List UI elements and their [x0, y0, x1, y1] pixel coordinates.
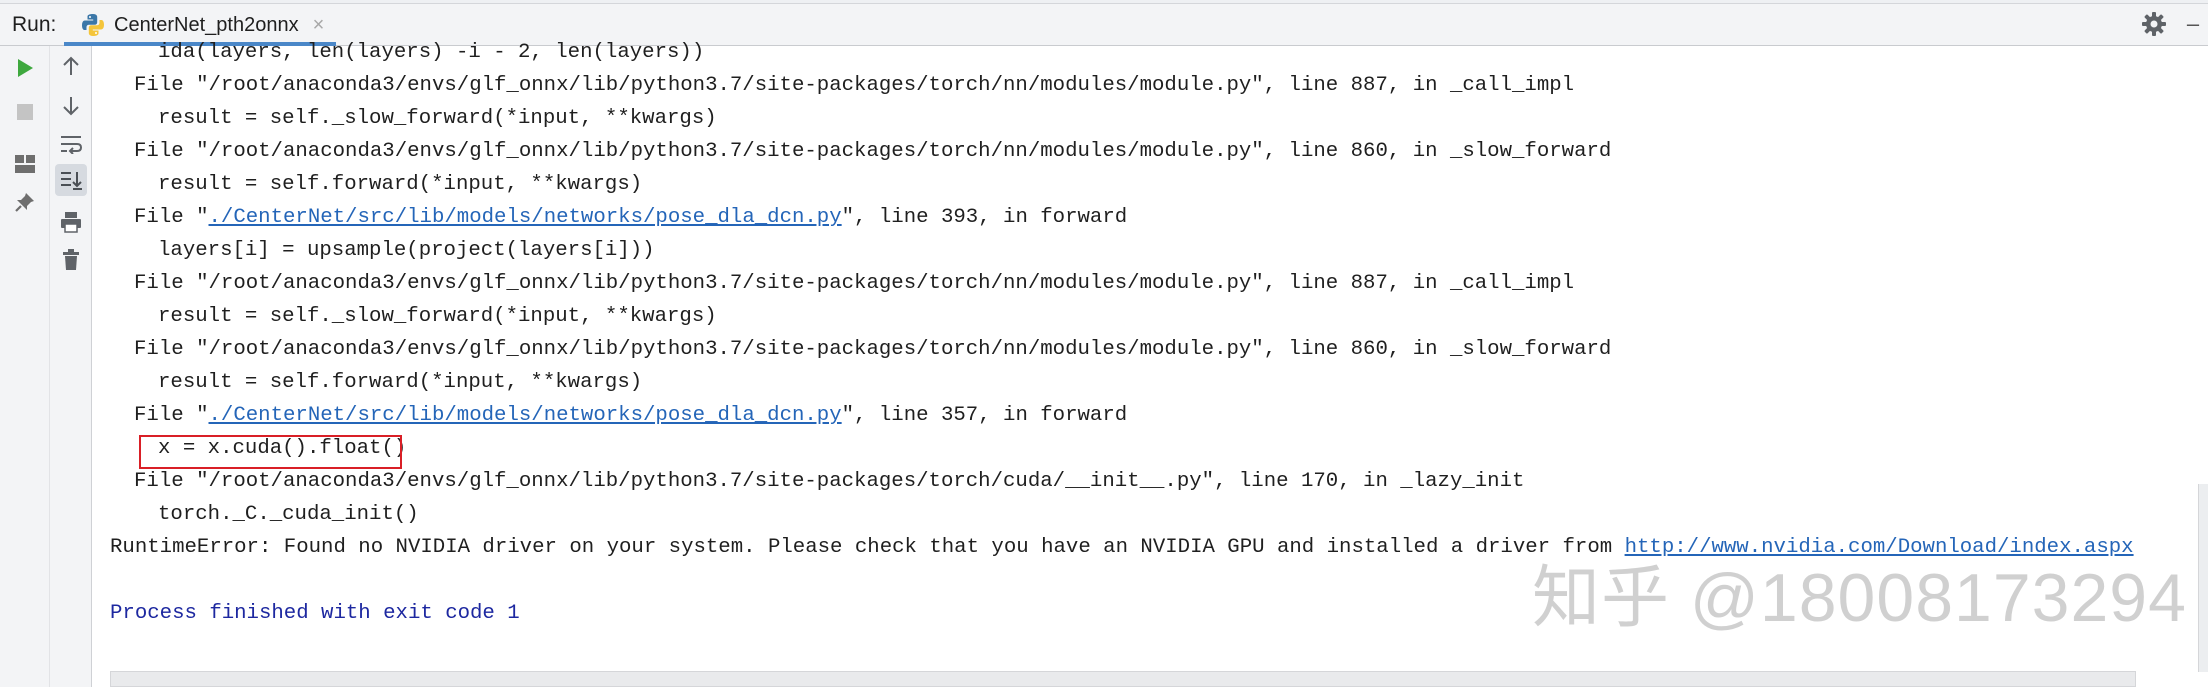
print-button[interactable] [55, 206, 87, 238]
tab-active-indicator [64, 42, 337, 46]
horizontal-scrollbar[interactable] [110, 671, 2136, 687]
rerun-button[interactable] [9, 52, 41, 84]
trash-icon [63, 249, 79, 270]
pin-tab-button[interactable] [9, 186, 41, 218]
up-arrow-icon [63, 56, 79, 75]
python-icon [82, 14, 104, 36]
run-actions-toolbar [0, 46, 50, 687]
console-line: result = self.forward(*input, **kwargs) [158, 371, 643, 394]
console-line: File "./CenterNet/src/lib/models/network… [134, 403, 1127, 429]
console-line: torch._C._cuda_init() [158, 503, 419, 526]
console-text: ", line 393, in forward [841, 206, 1128, 229]
error-line: RuntimeError: Found no NVIDIA driver on … [110, 535, 2134, 561]
console-line: File "/root/anaconda3/envs/glf_onnx/lib/… [134, 74, 1575, 97]
gear-icon[interactable] [2140, 10, 2168, 38]
soft-wrap-icon [61, 136, 83, 154]
console-line: result = self.forward(*input, **kwargs) [158, 173, 643, 196]
window-top-edge [0, 0, 2208, 4]
tab-close-icon[interactable]: × [312, 13, 325, 36]
vertical-scrollbar[interactable] [2198, 484, 2208, 672]
console-output[interactable]: ida(layers, len(layers) -i - 2, len(laye… [93, 41, 2200, 671]
soft-wrap-button[interactable] [55, 128, 87, 160]
console-text: File " [134, 404, 209, 427]
layout-icon [15, 155, 35, 173]
clear-all-button[interactable] [55, 244, 87, 276]
highlight-box [139, 435, 402, 469]
tab-centernet-pth2onnx[interactable]: CenterNet_pth2onnx × [64, 4, 337, 46]
scroll-to-end-icon [61, 172, 82, 190]
console-line: result = self._slow_forward(*input, **kw… [158, 305, 717, 328]
console-line: File "/root/anaconda3/envs/glf_onnx/lib/… [134, 470, 1525, 493]
pin-icon [15, 193, 34, 212]
up-button[interactable] [55, 50, 87, 82]
console-line: ida(layers, len(layers) -i - 2, len(laye… [158, 41, 705, 64]
error-text: RuntimeError: Found no NVIDIA driver on … [110, 536, 1625, 559]
print-icon [61, 212, 81, 233]
watermark: 知乎 @18008173294 [1532, 560, 2187, 636]
console-line: x = x.cuda().float() [158, 437, 407, 460]
nvidia-download-link[interactable]: http://www.nvidia.com/Download/index.asp… [1624, 536, 2134, 559]
tab-label: CenterNet_pth2onnx [114, 13, 299, 36]
down-arrow-icon [63, 97, 79, 116]
console-actions-toolbar [50, 46, 92, 687]
console-text: ", line 357, in forward [841, 404, 1128, 427]
console-line: File "/root/anaconda3/envs/glf_onnx/lib/… [134, 140, 1612, 163]
console-line: File "/root/anaconda3/envs/glf_onnx/lib/… [134, 272, 1575, 295]
stop-button[interactable] [9, 96, 41, 128]
down-button[interactable] [55, 90, 87, 122]
run-toolbar: Run: CenterNet_pth2onnx × – [0, 4, 2208, 46]
minimize-icon[interactable]: – [2186, 11, 2200, 36]
run-label: Run: [12, 13, 57, 36]
console-line: File "./CenterNet/src/lib/models/network… [134, 205, 1127, 231]
scroll-to-end-button[interactable] [55, 164, 87, 196]
process-finished-line: Process finished with exit code 1 [110, 602, 520, 625]
restore-layout-button[interactable] [9, 148, 41, 180]
console-text: File " [134, 206, 209, 229]
rerun-icon [18, 59, 33, 77]
file-link[interactable]: ./CenterNet/src/lib/models/networks/pose… [208, 404, 842, 427]
stop-icon [17, 104, 33, 120]
console-line: File "/root/anaconda3/envs/glf_onnx/lib/… [134, 338, 1612, 361]
console-line: result = self._slow_forward(*input, **kw… [158, 107, 717, 130]
file-link[interactable]: ./CenterNet/src/lib/models/networks/pose… [208, 206, 842, 229]
console-line: layers[i] = upsample(project(layers[i])) [158, 239, 655, 262]
